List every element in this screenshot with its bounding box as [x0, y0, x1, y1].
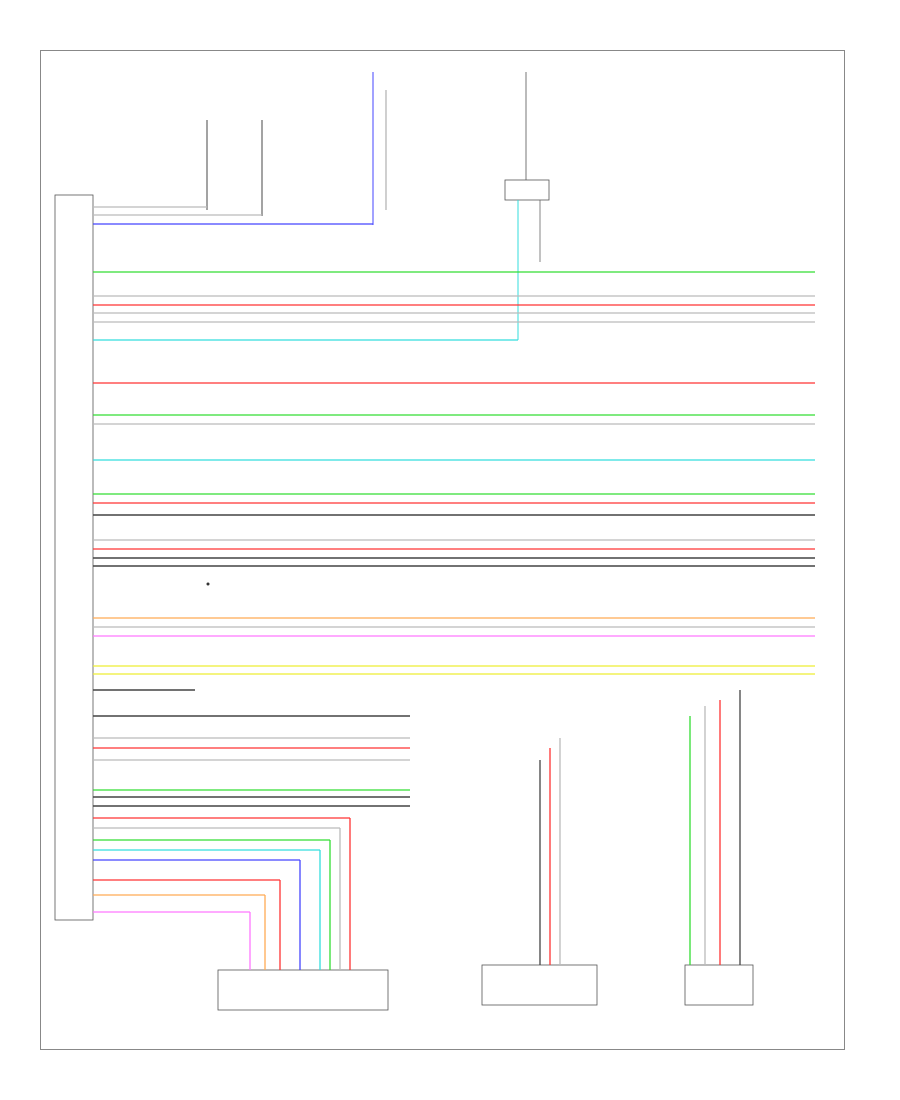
connector-b-box — [481, 964, 598, 1006]
diagram-frame — [40, 50, 845, 1050]
connector-a-box — [217, 969, 389, 1011]
head-unit-box — [54, 194, 94, 921]
vertical-harness — [249, 690, 741, 970]
connector-c-box — [684, 964, 754, 1006]
splice-right-box — [504, 179, 550, 201]
instrument-cluster-point — [206, 582, 210, 586]
wire-group — [93, 206, 815, 913]
